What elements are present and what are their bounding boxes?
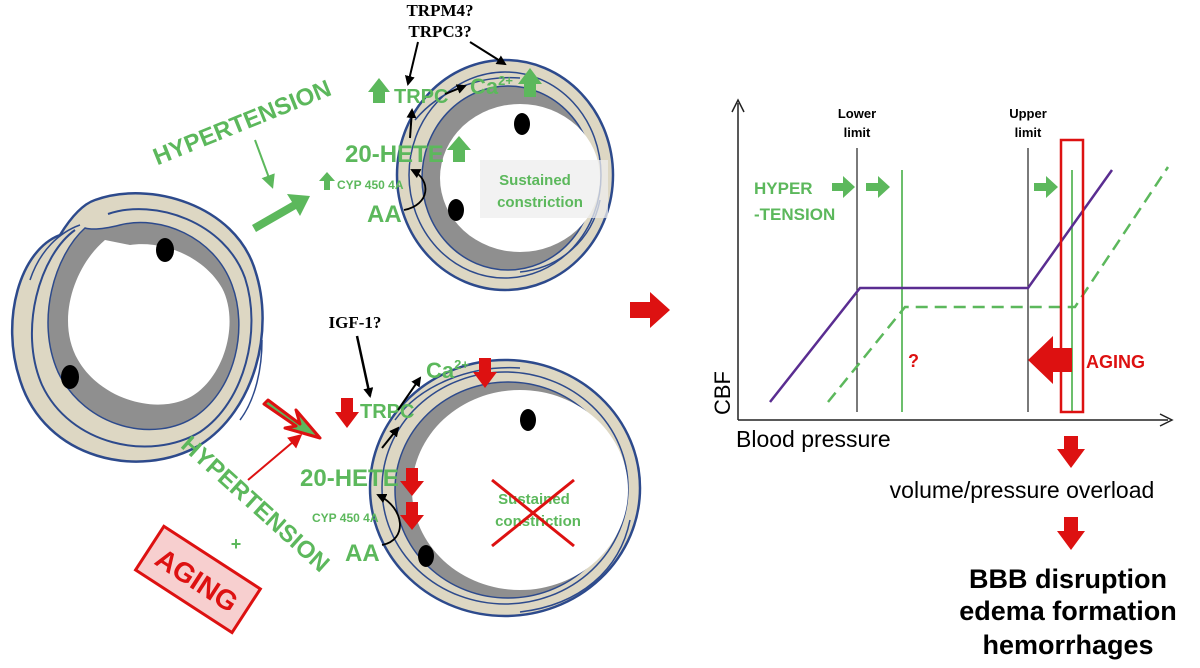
down-arrow-icon	[1057, 436, 1085, 468]
constriction-label-top: constriction	[497, 194, 583, 211]
up-arrow-icon	[319, 172, 335, 190]
right-arrow-icon	[1034, 176, 1058, 198]
calcium-label-top: Ca2+	[470, 73, 513, 99]
plus-label: +	[231, 534, 242, 554]
up-arrow-icon	[447, 136, 471, 162]
right-arrow-icon	[866, 176, 890, 198]
trpm4-label: TRPM4?	[406, 1, 473, 20]
sustained-label-bottom: Sustained	[498, 491, 570, 508]
upper-limit-label-1: Upper	[1009, 106, 1047, 121]
aa-label-bottom: AA	[345, 540, 380, 567]
bbb-disruption-label: BBB disruption	[969, 564, 1167, 594]
vessel-normal	[10, 192, 264, 463]
lower-limit-label-2: limit	[844, 125, 871, 140]
hemorrhages-label: hemorrhages	[982, 630, 1153, 660]
aa-label-top: AA	[367, 201, 402, 228]
aging-label-graph: AGING	[1086, 352, 1145, 372]
trpc3-label: TRPC3?	[408, 22, 471, 41]
y-axis-label: CBF	[710, 371, 735, 415]
overload-label: volume/pressure overload	[890, 477, 1155, 503]
up-arrow-icon	[368, 78, 390, 103]
hypertension-graph-label-2: -TENSION	[754, 205, 835, 224]
down-arrow-icon	[335, 398, 359, 428]
edema-formation-label: edema formation	[959, 596, 1177, 626]
vessel-aging	[368, 358, 642, 618]
igf1-label: IGF-1?	[329, 313, 382, 332]
aging-badge: AGING	[133, 524, 263, 635]
cyp-label-top: CYP 450 4A	[337, 178, 404, 192]
hypertension-graph-label-1: HYPER	[754, 179, 813, 198]
down-arrow-icon	[1057, 517, 1085, 550]
sustained-label-top: Sustained	[499, 172, 571, 189]
right-arrow-icon	[252, 194, 310, 232]
lower-limit-label-1: Lower	[838, 106, 876, 121]
normal-autoregulation-curve	[769, 169, 1114, 403]
down-arrow-icon	[400, 468, 424, 496]
calcium-label-bottom: Ca2+	[426, 357, 469, 383]
up-arrow-icon	[518, 68, 542, 97]
x-axis-label: Blood pressure	[736, 426, 891, 452]
trpc-label-bottom: TRPC	[360, 401, 414, 423]
autoregulation-graph: CBF Blood pressure Lower limit Upper lim…	[710, 98, 1174, 452]
upper-limit-label-2: limit	[1015, 125, 1042, 140]
question-mark: ?	[908, 351, 919, 371]
hypertension-label-top: HYPERTENSION	[149, 75, 335, 171]
aging-highlight-box	[1059, 138, 1085, 414]
down-arrow-icon	[473, 358, 497, 388]
cross-icon	[491, 478, 575, 548]
left-arrow-icon	[1028, 336, 1072, 384]
hete-label-top: 20-HETE	[345, 141, 444, 168]
trpc-label-top: TRPC	[394, 86, 448, 108]
right-arrow-icon	[832, 176, 855, 198]
right-arrow-icon	[630, 292, 670, 328]
right-arrow-icon	[262, 398, 322, 440]
cyp-label-bottom: CYP 450 4A	[312, 511, 379, 525]
hypertension-autoregulation-curve	[827, 166, 1170, 403]
down-arrow-icon	[400, 502, 424, 530]
hete-label-bottom: 20-HETE	[300, 465, 399, 492]
